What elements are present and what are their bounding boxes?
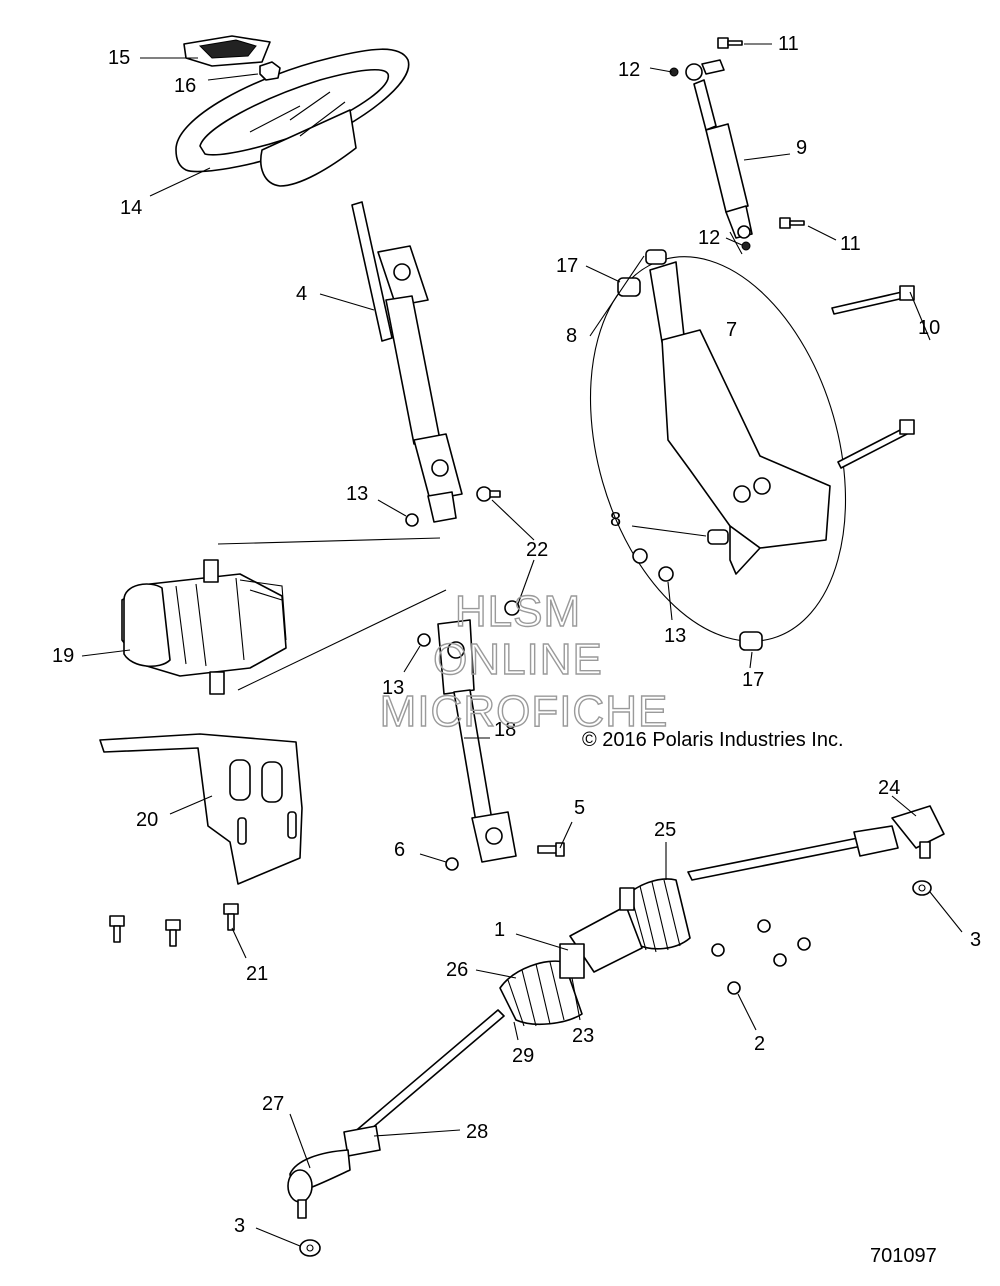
long-bolts (831, 285, 915, 469)
callout-14: 14 (120, 197, 142, 219)
watermark-line-1: HLSM (455, 587, 581, 636)
callout-21: 21 (246, 963, 268, 985)
callout-23: 23 (572, 1025, 594, 1047)
upper-steering-shaft (351, 201, 463, 523)
steering-wheel-nut (259, 61, 281, 81)
callout-16: 16 (174, 75, 196, 97)
callout-13b: 13 (382, 677, 404, 699)
lower-steering-shaft (437, 619, 517, 863)
bolt-11-top (717, 37, 743, 49)
callout-3-left: 3 (234, 1215, 245, 1237)
watermark-line-3: MICROFICHE (380, 687, 669, 736)
document-number: 701097 (870, 1245, 937, 1267)
callout-25: 25 (654, 819, 676, 841)
callout-6: 6 (394, 839, 405, 861)
callout-10: 10 (918, 317, 940, 339)
watermark-line-2: ONLINE (433, 635, 603, 684)
callout-13-support: 13 (664, 625, 686, 647)
steering-support-bracket (649, 261, 831, 575)
bolt-22-lower (504, 600, 520, 616)
callout-4: 4 (296, 283, 307, 305)
callout-11a: 11 (778, 33, 799, 55)
callout-20: 20 (136, 809, 158, 831)
nuts-2 (711, 919, 811, 995)
power-steering-unit (121, 559, 287, 695)
callout-12b: 12 (698, 227, 720, 249)
callout-18: 18 (494, 719, 516, 741)
nut-6 (445, 857, 459, 871)
nut-12-bottom (741, 241, 751, 251)
callout-labels: 15 16 14 4 12 11 9 12 11 17 8 7 10 8 13 … (52, 33, 981, 1237)
callout-15: 15 (108, 47, 130, 69)
callout-27: 27 (262, 1093, 284, 1115)
callout-26: 26 (446, 959, 468, 981)
steering-wheel (175, 48, 410, 187)
callout-9: 9 (796, 137, 807, 159)
callout-3-right: 3 (970, 929, 981, 951)
bolt-22-upper (476, 486, 501, 502)
callout-19: 19 (52, 645, 74, 667)
steering-wheel-cap (183, 35, 271, 67)
callout-7: 7 (726, 319, 737, 341)
callout-8a: 8 (566, 325, 577, 347)
callout-17b: 17 (742, 669, 764, 691)
bolt-5 (537, 842, 565, 857)
callout-8b: 8 (610, 509, 621, 531)
copyright-notice: © 2016 Polaris Industries Inc. (582, 729, 844, 751)
callout-1: 1 (494, 919, 505, 941)
callout-2: 2 (754, 1033, 765, 1055)
steering-rack (287, 805, 945, 1219)
bolts-21 (109, 903, 239, 947)
steering-damper (685, 59, 753, 239)
nut-3-right (912, 880, 932, 896)
nuts-13-support (632, 548, 674, 582)
callout-24: 24 (878, 777, 900, 799)
watermark: HLSM ONLINE MICROFICHE (379, 586, 669, 736)
callout-11b: 11 (840, 233, 861, 255)
nut-3-left (299, 1239, 321, 1257)
callout-17a: 17 (556, 255, 578, 277)
callout-12a: 12 (618, 59, 640, 81)
bushing-17-bottom (739, 631, 763, 651)
callout-13a: 13 (346, 483, 368, 505)
bolt-11-bottom (779, 217, 805, 229)
callout-28: 28 (466, 1121, 488, 1143)
bushing-8-top (645, 249, 667, 265)
callout-5: 5 (574, 797, 585, 819)
leader-lines (81, 43, 963, 1247)
nut-13-upper (405, 513, 419, 527)
callout-22: 22 (526, 539, 548, 561)
nut-13-lower (417, 633, 431, 647)
callout-29: 29 (512, 1045, 534, 1067)
mounting-bracket (99, 733, 303, 885)
bushing-8-bottom (707, 529, 729, 545)
bushing-17-top (617, 277, 641, 297)
